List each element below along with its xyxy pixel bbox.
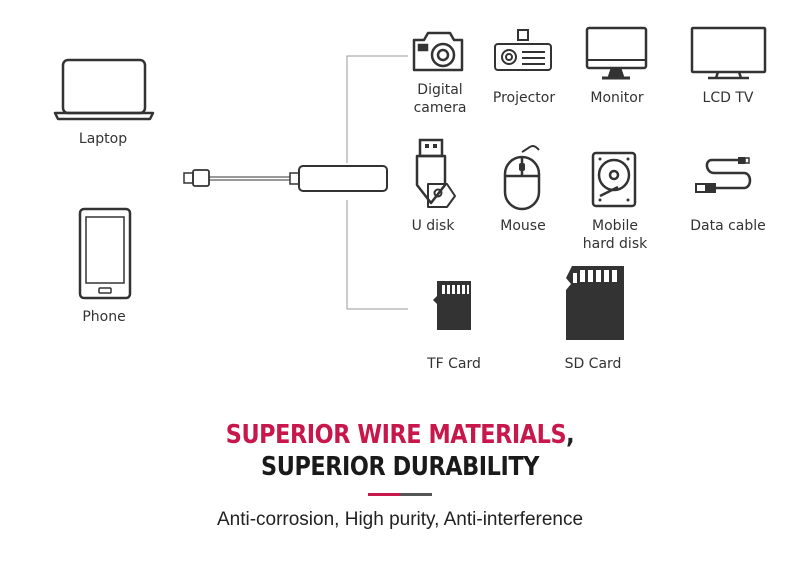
- tf-card-icon: [433, 281, 471, 330]
- data-cable-label: Data cable: [690, 218, 766, 234]
- tv-icon: [690, 26, 767, 80]
- phone-icon: [78, 207, 132, 300]
- mouse-icon: [503, 145, 541, 211]
- connection-lines: [346, 55, 408, 310]
- mobile-hard-disk-label-line2: hard disk: [582, 236, 648, 252]
- digital-camera-label-line2: camera: [413, 100, 467, 116]
- monitor-icon: [585, 26, 648, 80]
- hard-disk-icon: [591, 151, 637, 208]
- projector-icon: [494, 29, 552, 71]
- headline-comma: ,: [566, 420, 575, 450]
- laptop-icon: [53, 58, 155, 121]
- camera-icon: [412, 31, 464, 72]
- mobile-hard-disk-label-line1: Mobile: [592, 218, 638, 234]
- digital-camera-label-line1: Digital: [417, 82, 463, 98]
- headline-line2: SUPERIOR DURABILITY: [261, 452, 539, 482]
- laptop-label: Laptop: [78, 131, 128, 147]
- projector-label: Projector: [492, 90, 556, 106]
- sd-card-icon: [566, 266, 624, 340]
- data-cable-icon: [695, 157, 752, 193]
- tagline: Anti-corrosion, High purity, Anti-interf…: [216, 509, 584, 530]
- usb-hub-icon: [183, 165, 388, 192]
- headline-line1-text: SUPERIOR WIRE MATERIALS: [225, 420, 567, 450]
- tf-card-label: TF Card: [427, 356, 481, 372]
- u-disk-label: U disk: [411, 218, 455, 234]
- divider-dark: [400, 493, 432, 496]
- device-diagram: [53, 26, 767, 340]
- monitor-label: Monitor: [590, 90, 644, 106]
- phone-label: Phone: [82, 309, 126, 325]
- divider-accent: [368, 493, 400, 496]
- mouse-label: Mouse: [500, 218, 546, 234]
- usb-drive-icon: [415, 138, 456, 208]
- headline-line1: SUPERIOR WIRE MATERIALS,: [56, 420, 744, 450]
- sd-card-label: SD Card: [564, 356, 622, 372]
- lcd-tv-label: LCD TV: [702, 90, 754, 106]
